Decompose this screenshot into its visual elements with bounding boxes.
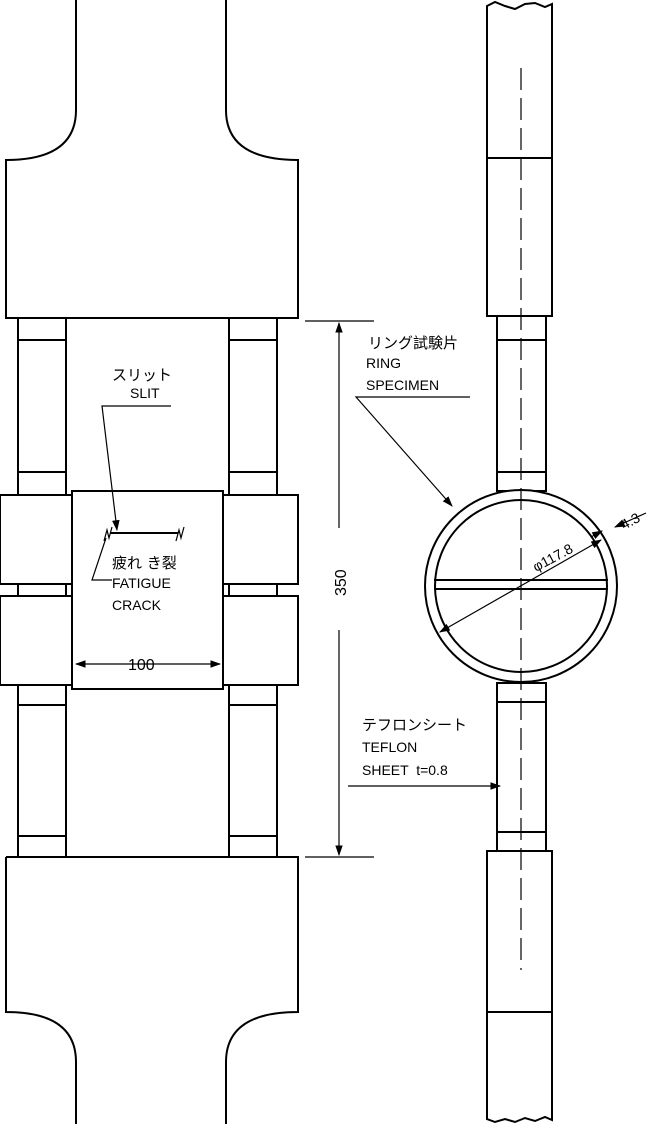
teflon-label-en-2: SHEET t=0.8 <box>362 762 448 778</box>
diameter-dimension-line <box>439 539 602 633</box>
ring-label-jp: リング試験片 <box>368 334 458 352</box>
specimen-plate <box>71 490 224 690</box>
top-grip <box>5 0 299 319</box>
side-view <box>348 0 647 1124</box>
slit-leader <box>101 405 171 532</box>
crack-label-en-2: CRACK <box>112 597 162 613</box>
thickness-dimension-line <box>614 512 647 528</box>
left-column <box>17 317 67 858</box>
ring-label-en-2: SPECIMEN <box>366 377 439 393</box>
ring-label-en-1: RING <box>366 355 401 371</box>
slit-label-en: SLIT <box>130 385 160 401</box>
bottom-grip <box>5 856 299 1124</box>
width-dimension-value: 100 <box>128 657 155 674</box>
right-column <box>228 317 278 858</box>
crack-leader <box>91 537 112 581</box>
thickness-value: 4.3 <box>618 509 643 532</box>
crack-label-en-1: FATIGUE <box>112 575 171 591</box>
slit-with-crack <box>103 526 185 542</box>
ring-leader <box>354 396 470 507</box>
clamp-blocks <box>0 494 299 686</box>
teflon-label-en-1: TEFLON <box>362 739 417 755</box>
height-dimension <box>305 320 374 858</box>
front-view <box>0 0 299 1124</box>
slit-label-jp: スリット <box>112 366 172 384</box>
teflon-label-jp: テフロンシート <box>362 716 467 734</box>
height-dimension-value: 350 <box>333 569 350 596</box>
crack-label-jp: 疲れ き裂 <box>112 554 177 572</box>
